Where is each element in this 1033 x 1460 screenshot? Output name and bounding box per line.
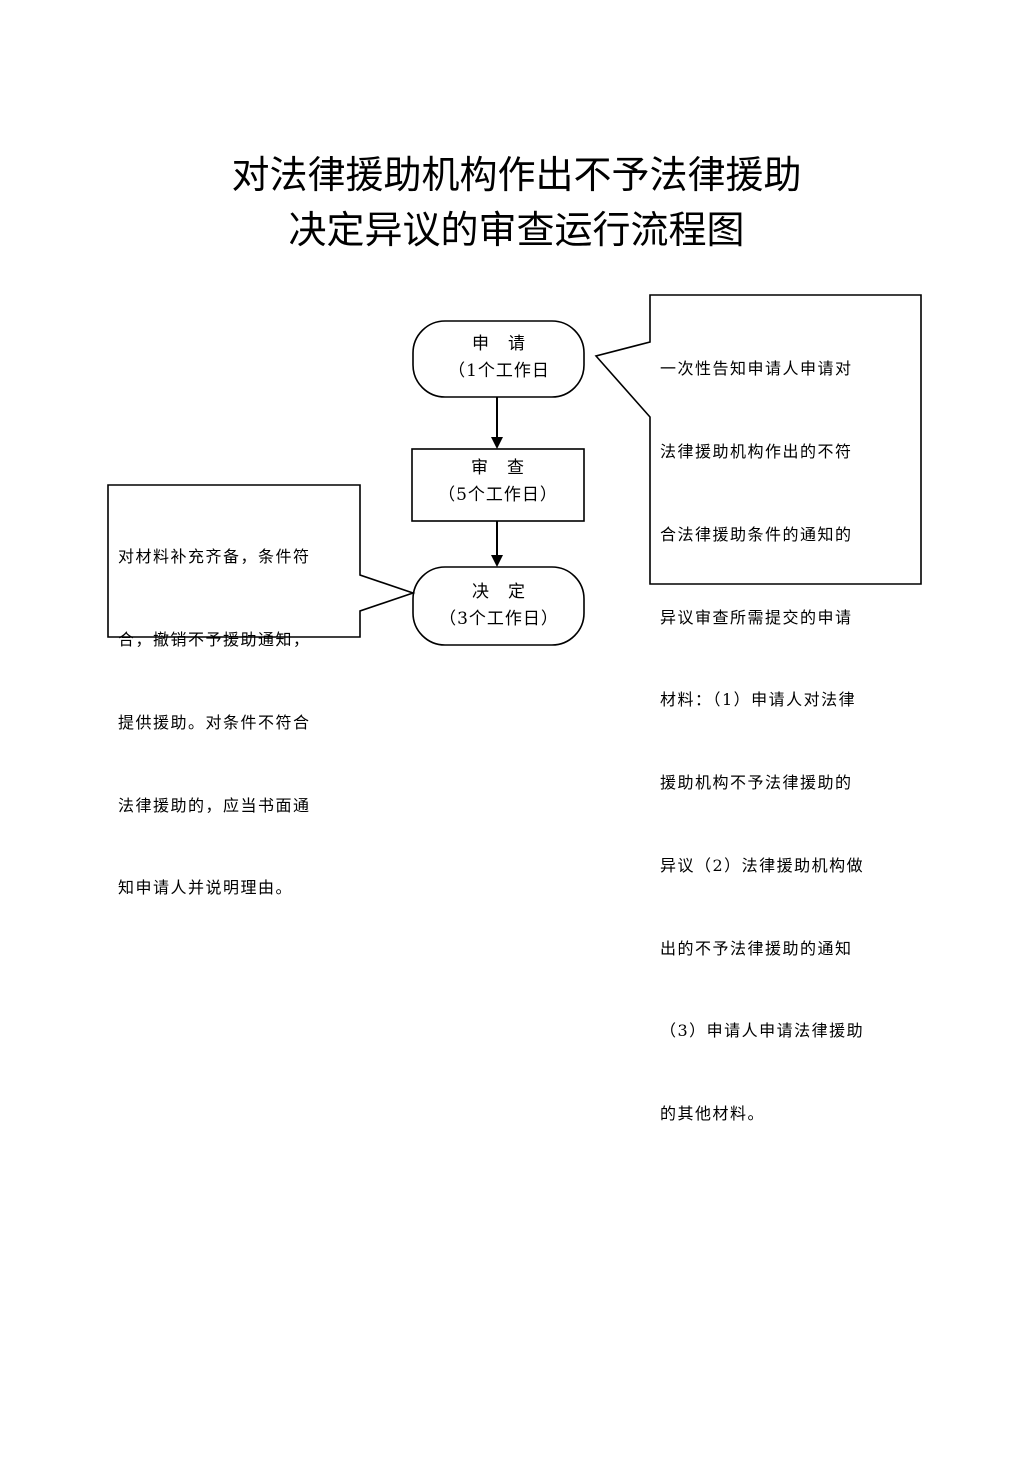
- review-node-label: 审 查: [471, 458, 525, 478]
- review-node-shape: [411, 448, 585, 522]
- right-note-line: 异议审查所需提交的申请: [660, 607, 853, 627]
- right-note-line: 一次性告知申请人申请对: [660, 359, 853, 379]
- right-note-line: 援助机构不予法律援助的: [660, 773, 853, 793]
- apply-node-label: 申 请: [472, 334, 526, 354]
- page-title-line-2: 决定异议的审查运行流程图: [288, 208, 745, 252]
- decide-node-duration: （3个工作日）: [439, 609, 559, 629]
- apply-node-duration: （1个工作日: [448, 361, 550, 381]
- right-note-line: 出的不予法律援助的通知: [660, 938, 853, 958]
- right-note-line: 材料：（1）申请人对法律: [660, 690, 857, 710]
- apply-node-shape: [412, 320, 585, 398]
- left-note-line: 知申请人并说明理由。: [118, 878, 294, 898]
- right-note-line: （3）申请人申请法律援助: [660, 1021, 865, 1041]
- decide-node-shape: [412, 566, 585, 646]
- apply-node: 申 请 （1个工作日: [413, 320, 585, 398]
- review-node-duration: （5个工作日）: [438, 485, 558, 505]
- page-title-line-1: 对法律援助机构作出不予法律援助: [231, 153, 802, 197]
- decide-node: 决 定 （3个工作日）: [413, 566, 585, 646]
- review-node: 审 查 （5个工作日）: [412, 448, 584, 522]
- left-note-line: 合，撤销不予援助通知，: [118, 629, 311, 649]
- arrowhead-apply-to-review: [491, 437, 503, 449]
- left-callout-note: 对材料补充齐备，条件符 合，撤销不予援助通知， 提供援助。对条件不符合 法律援助…: [118, 488, 354, 930]
- right-note-line: 的其他材料。: [660, 1104, 766, 1124]
- left-callout-shape: [107, 484, 416, 638]
- left-note-line: 法律援助的，应当书面通: [118, 795, 311, 815]
- left-note-line: 对材料补充齐备，条件符: [118, 547, 311, 567]
- right-note-line: 法律援助机构作出的不符: [660, 441, 853, 461]
- right-callout-shape: [594, 294, 922, 585]
- right-callout-note: 一次性告知申请人申请对 法律援助机构作出的不符 合法律援助条件的通知的 异议审查…: [660, 300, 918, 1155]
- right-note-line: 合法律援助条件的通知的: [660, 524, 853, 544]
- decide-node-label: 决 定: [472, 582, 526, 602]
- arrowhead-review-to-decide: [491, 555, 503, 567]
- left-note-line: 提供援助。对条件不符合: [118, 712, 311, 732]
- right-note-line: 异议（2）法律援助机构做: [660, 855, 865, 875]
